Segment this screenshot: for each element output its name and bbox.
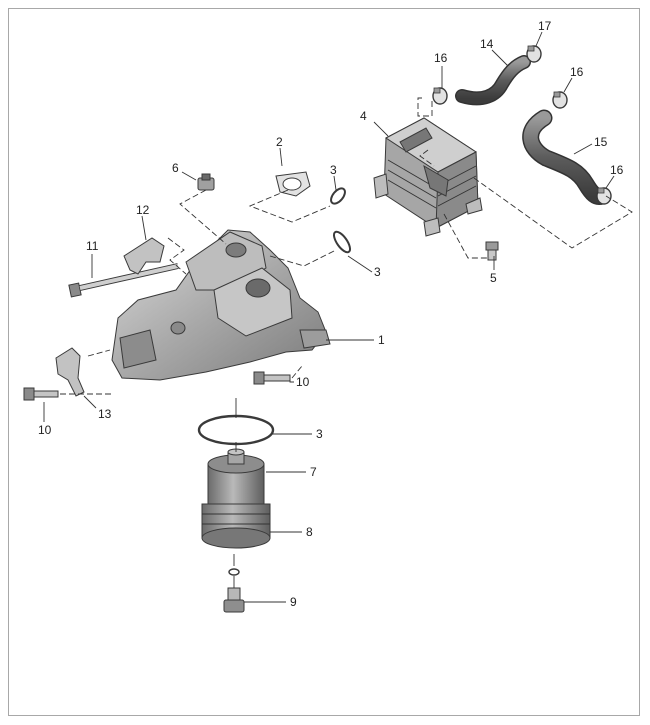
o-ring-medium [332,230,352,254]
callout-11: 11 [86,239,99,253]
callout-13: 13 [98,407,112,421]
seal-bracket [275,171,311,197]
oil-filter-element [207,448,265,505]
callout-15: 15 [594,135,608,149]
callout-6: 6 [172,161,179,175]
hose-14 [455,55,531,106]
hose-clamp-16b [552,91,568,109]
hose-clamp-16c [596,187,612,205]
callout-8: 8 [306,525,313,539]
callout-10b: 10 [296,375,310,389]
callout-2: 2 [276,135,283,149]
callout-17: 17 [538,19,552,33]
oil-filter-cap [201,503,271,549]
callout-5: 5 [490,271,497,285]
callout-16c: 16 [610,163,624,177]
callout-3c: 3 [316,427,323,441]
callout-labels: 1 2 3 3 3 4 5 6 7 8 9 10 10 11 12 13 14 … [38,19,624,609]
hose-clamp-17 [526,45,542,63]
callout-4: 4 [360,109,367,123]
drain-plug [223,568,245,613]
callout-12: 12 [136,203,150,217]
oil-filter-housing [111,229,331,381]
plug-6 [197,173,215,191]
callout-16b: 16 [570,65,584,79]
hose-clamp-16a [432,87,448,105]
diagram-frame [8,8,640,716]
bolt-11-long [68,263,179,298]
o-ring-small [330,187,346,205]
bolt-5 [485,241,499,261]
bolt-10-right [253,371,291,385]
o-ring-large [197,414,275,446]
callout-10a: 10 [38,423,52,437]
callout-1: 1 [378,333,385,347]
bolt-10-left [23,387,59,401]
leader-lines [43,31,615,603]
hose-15 [522,109,611,205]
callout-3b: 3 [374,265,381,279]
bracket-13 [55,347,85,397]
callout-14: 14 [480,37,494,51]
callout-3a: 3 [330,163,337,177]
callout-9: 9 [290,595,297,609]
oil-cooler [373,117,483,237]
assembly-lines [60,97,633,588]
bracket-12 [123,237,165,275]
callout-7: 7 [310,465,317,479]
callout-16a: 16 [434,51,448,65]
